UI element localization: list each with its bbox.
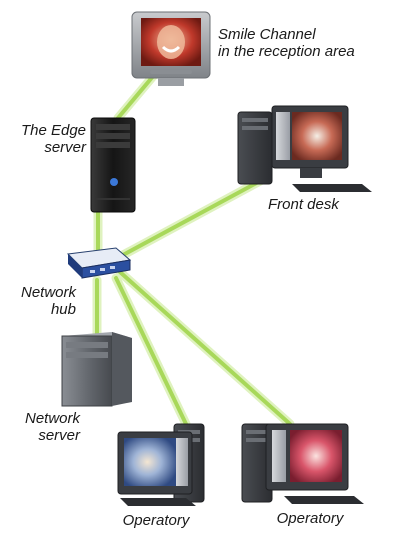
network-hub-icon bbox=[66, 247, 132, 279]
edge-server-label-line-1: The Edge bbox=[20, 122, 86, 139]
network-server-label-line-2: server bbox=[38, 427, 80, 444]
tv-label-line-2: in the reception area bbox=[218, 43, 355, 60]
operatory-right-label: Operatory bbox=[276, 510, 344, 527]
edge-server-label: The Edge server bbox=[10, 122, 86, 156]
front-desk-label: Front desk bbox=[268, 196, 339, 213]
hub-label-line-1: Network bbox=[20, 284, 76, 301]
network-server-tower-icon bbox=[61, 332, 132, 407]
front-desk-computer-icon bbox=[237, 105, 372, 192]
operatory-left-label: Operatory bbox=[122, 512, 190, 529]
operatory-computer-icon bbox=[241, 423, 364, 504]
hub-to-operatory-left-link bbox=[114, 276, 188, 426]
tv-label-line-1: Smile Channel bbox=[218, 26, 316, 43]
edge-server-tower-icon bbox=[90, 117, 136, 213]
hub-label-line-2: hub bbox=[50, 301, 76, 318]
hub-to-operatory-right-link bbox=[118, 270, 292, 426]
hub-to-front-desk-link bbox=[108, 178, 264, 264]
edge-server-label-line-2: server bbox=[44, 139, 86, 156]
network-server-label: Network server bbox=[14, 410, 80, 444]
connection-lines bbox=[92, 63, 295, 429]
tv-icon bbox=[131, 11, 211, 86]
network-server-label-line-1: Network bbox=[24, 410, 80, 427]
operatory-computer-icon bbox=[117, 423, 205, 506]
tv-label: Smile Channel in the reception area bbox=[218, 26, 355, 60]
hub-label: Network hub bbox=[10, 284, 76, 318]
